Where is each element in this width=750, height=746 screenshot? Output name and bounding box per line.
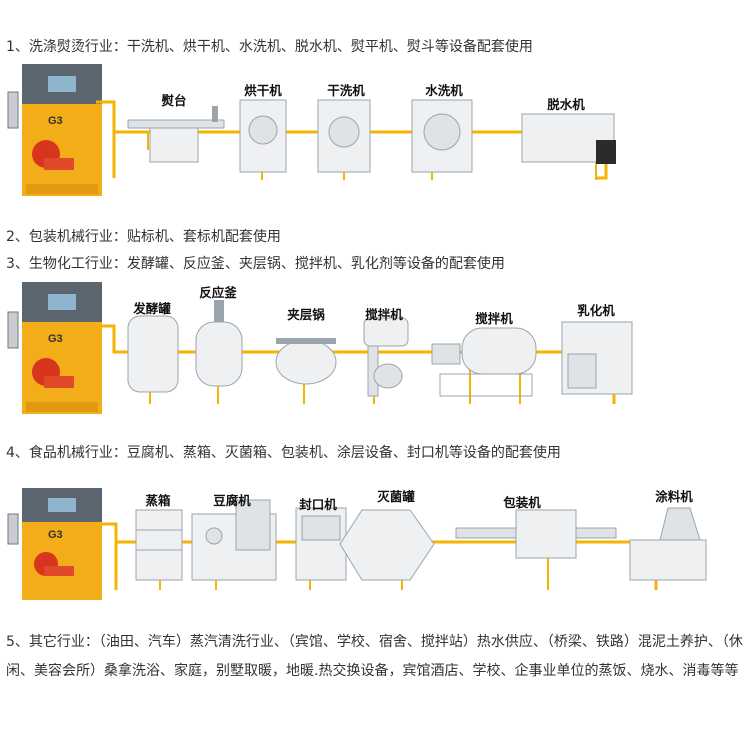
hydro-extractor-graphic [521,113,616,164]
machine-label: 封口机 [299,497,337,512]
food-diagram: G3 蒸箱 豆腐机 封 [0,484,750,604]
horizontal-mixer-graphic [431,327,537,397]
reactor-graphic [195,300,243,387]
section2-caption: 2、包装机械行业：贴标机、套标机配套使用 [6,229,281,245]
jacketed-kettle-graphic [275,338,337,385]
machine-label: 包装机 [503,495,541,510]
steam-boiler: G3 [7,282,102,414]
steam-boiler: G3 [7,488,102,600]
machine-label: 烘干机 [244,83,282,98]
machine-label: 搅拌机 [475,311,513,326]
emulsifier-graphic [561,321,633,395]
machine-label: 夹层锅 [287,307,325,322]
mixer-graphic [363,317,409,397]
steam-boiler: G3 [7,64,102,196]
machine-label: 涂料机 [655,489,693,504]
ironing-table-graphic [127,106,225,163]
section4-caption: 4、食品机械行业：豆腐机、蒸箱、灭菌箱、包装机、涂层设备、封口机等设备的配套使用 [6,445,561,461]
machine-label: 豆腐机 [213,493,251,508]
sterilizing-tank-graphic [339,509,435,581]
tofu-machine-graphic [191,499,277,581]
packaging-machine-graphic [455,509,617,559]
section3-caption: 3、生物化工行业：发酵罐、反应釜、夹层锅、搅拌机、乳化剂等设备的配套使用 [6,256,505,272]
steam-cabinet-graphic [135,509,183,581]
coating-machine-graphic [629,507,707,581]
machine-label: 乳化机 [577,303,615,318]
section1-caption: 1、洗涤熨烫行业：干洗机、烘干机、水洗机、脱水机、熨平机、熨斗等设备配套使用 [6,39,533,55]
machine-label: 熨台 [161,93,187,108]
section5-paragraph: 5、其它行业：（油田、汽车）蒸汽清洗行业、（宾馆、学校、宿舍、搅拌站）热水供应、… [6,634,743,679]
machine-label: 水洗机 [425,83,463,98]
food-diagram-graphic: G3 [7,488,707,600]
machine-label: 搅拌机 [365,307,403,322]
sealing-machine-graphic [295,507,347,581]
svg-text:G3: G3 [48,333,63,345]
machine-label: 反应釜 [199,285,237,300]
boiler-badge: G3 [48,115,63,127]
dryer-graphic [239,99,287,173]
svg-text:G3: G3 [48,529,63,541]
fermentation-tank-graphic [127,315,179,393]
machine-label: 脱水机 [547,97,585,112]
dry-cleaner-graphic [317,99,371,173]
washer-graphic [411,99,473,173]
laundry-diagram-graphic: G3 [7,64,616,196]
machine-label: 蒸箱 [145,493,171,508]
machine-label: 灭菌罐 [377,489,415,504]
machine-label: 干洗机 [327,83,365,98]
biochem-diagram-graphic: G3 [7,282,633,414]
biochem-diagram: G3 发酵罐 [0,278,750,418]
machine-label: 发酵罐 [133,301,171,316]
laundry-diagram: G3 [0,62,750,202]
